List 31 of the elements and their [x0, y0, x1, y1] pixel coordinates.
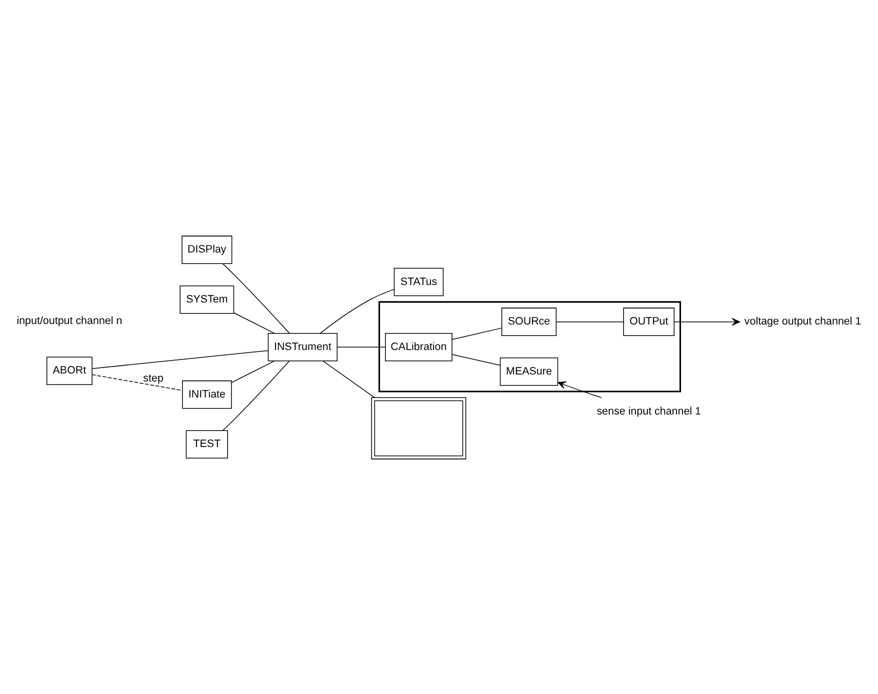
node-box: INSTrument — [268, 332, 338, 361]
node-box: SOURce — [501, 307, 557, 336]
node-box — [371, 396, 466, 459]
connector — [556, 320, 624, 322]
node-box: INITiate — [182, 380, 232, 408]
connector — [222, 360, 290, 430]
connector — [322, 360, 375, 398]
node-box: STATus — [394, 267, 444, 296]
label: input/output channel n — [16, 314, 122, 326]
arrow — [558, 380, 602, 398]
edge-label: step — [143, 372, 164, 384]
node-box: CALibration — [385, 332, 452, 361]
node-box: OUTPut — [623, 307, 674, 336]
connector — [231, 360, 275, 382]
connector — [234, 312, 275, 334]
arrow — [674, 318, 740, 326]
node-box: TEST — [186, 430, 228, 458]
node-box: SYSTem — [180, 284, 234, 314]
connector — [222, 262, 290, 334]
connector — [92, 350, 269, 368]
connector — [92, 374, 183, 390]
node-box: ABORt — [46, 356, 92, 385]
connector — [320, 288, 394, 334]
connector — [452, 354, 500, 366]
node-box: MEASure — [500, 356, 558, 386]
node-text: voltage output channel 1 — [744, 315, 862, 328]
connector — [452, 327, 502, 340]
node-box: DISPlay — [182, 235, 232, 264]
cluster — [378, 300, 682, 392]
connector — [336, 346, 386, 347]
node-text: sense input channel 1 — [596, 404, 701, 417]
